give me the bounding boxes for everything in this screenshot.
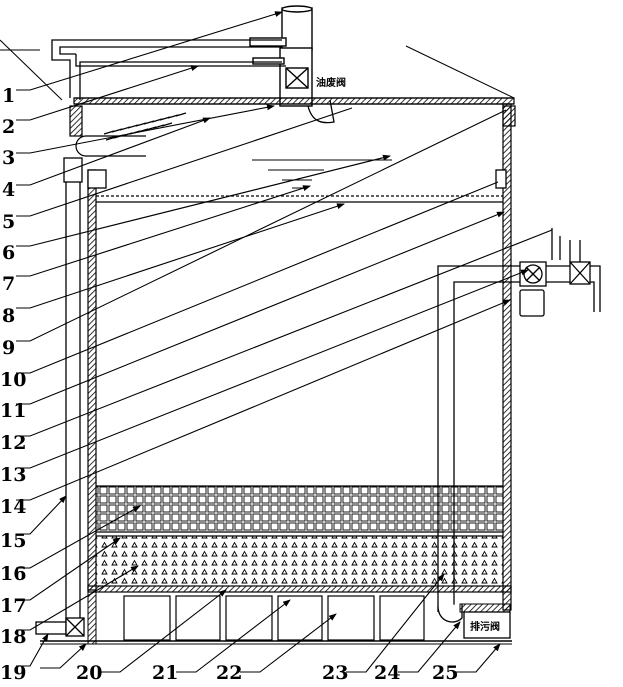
drain-valve-tag: 排污阀 (470, 620, 500, 633)
callout-24: 24 (374, 662, 400, 684)
callout-3: 3 (2, 147, 15, 169)
water-surface (252, 159, 392, 189)
callout-8: 8 (2, 305, 15, 327)
right-pipe-elbow (437, 604, 463, 623)
right-filter-cartridge (519, 289, 545, 317)
callout-9: 9 (2, 337, 15, 359)
callout-10: 10 (0, 369, 26, 391)
leader-lines (16, 11, 553, 673)
right-pipe-valve (519, 261, 547, 287)
lower-media-layer (95, 535, 504, 587)
callout-2: 2 (2, 116, 15, 138)
callout-18: 18 (0, 626, 26, 648)
vent-pipe (249, 5, 313, 107)
callout-4: 4 (2, 179, 15, 201)
overflow-pipe (51, 39, 286, 100)
callout-21: 21 (152, 662, 178, 684)
callout-7: 7 (2, 273, 15, 295)
support-plate (87, 585, 512, 593)
callout-14: 14 (0, 496, 26, 518)
tank-lid (73, 45, 515, 105)
upper-media-layer (95, 485, 504, 533)
bottom-left-outlet (35, 617, 85, 637)
callout-11: 11 (0, 400, 26, 422)
callout-6: 6 (2, 242, 15, 264)
spray-distributor (69, 105, 146, 157)
right-riser-pipe (437, 228, 601, 612)
callout-1: 1 (2, 85, 15, 107)
callout-numbers: 1 2 3 4 5 6 7 8 9 10 11 12 13 14 15 16 1… (0, 85, 458, 684)
left-guide-lines (0, 39, 63, 101)
inner-tray (96, 195, 503, 203)
callout-19: 19 (0, 662, 26, 684)
callout-5: 5 (2, 211, 15, 233)
tank-base (40, 591, 512, 645)
callout-17: 17 (0, 595, 26, 617)
right-outer-valve (569, 261, 591, 285)
callout-16: 16 (0, 563, 26, 585)
callout-22: 22 (216, 662, 242, 684)
callout-12: 12 (0, 432, 26, 454)
drain-valve-box (459, 603, 511, 639)
callout-23: 23 (322, 662, 348, 684)
oil-valve-tag: 油废阀 (316, 76, 346, 89)
callout-20: 20 (76, 662, 102, 684)
callout-25: 25 (432, 662, 458, 684)
callout-13: 13 (0, 464, 26, 486)
vent-deflector (307, 99, 335, 124)
callout-15: 15 (0, 530, 26, 552)
